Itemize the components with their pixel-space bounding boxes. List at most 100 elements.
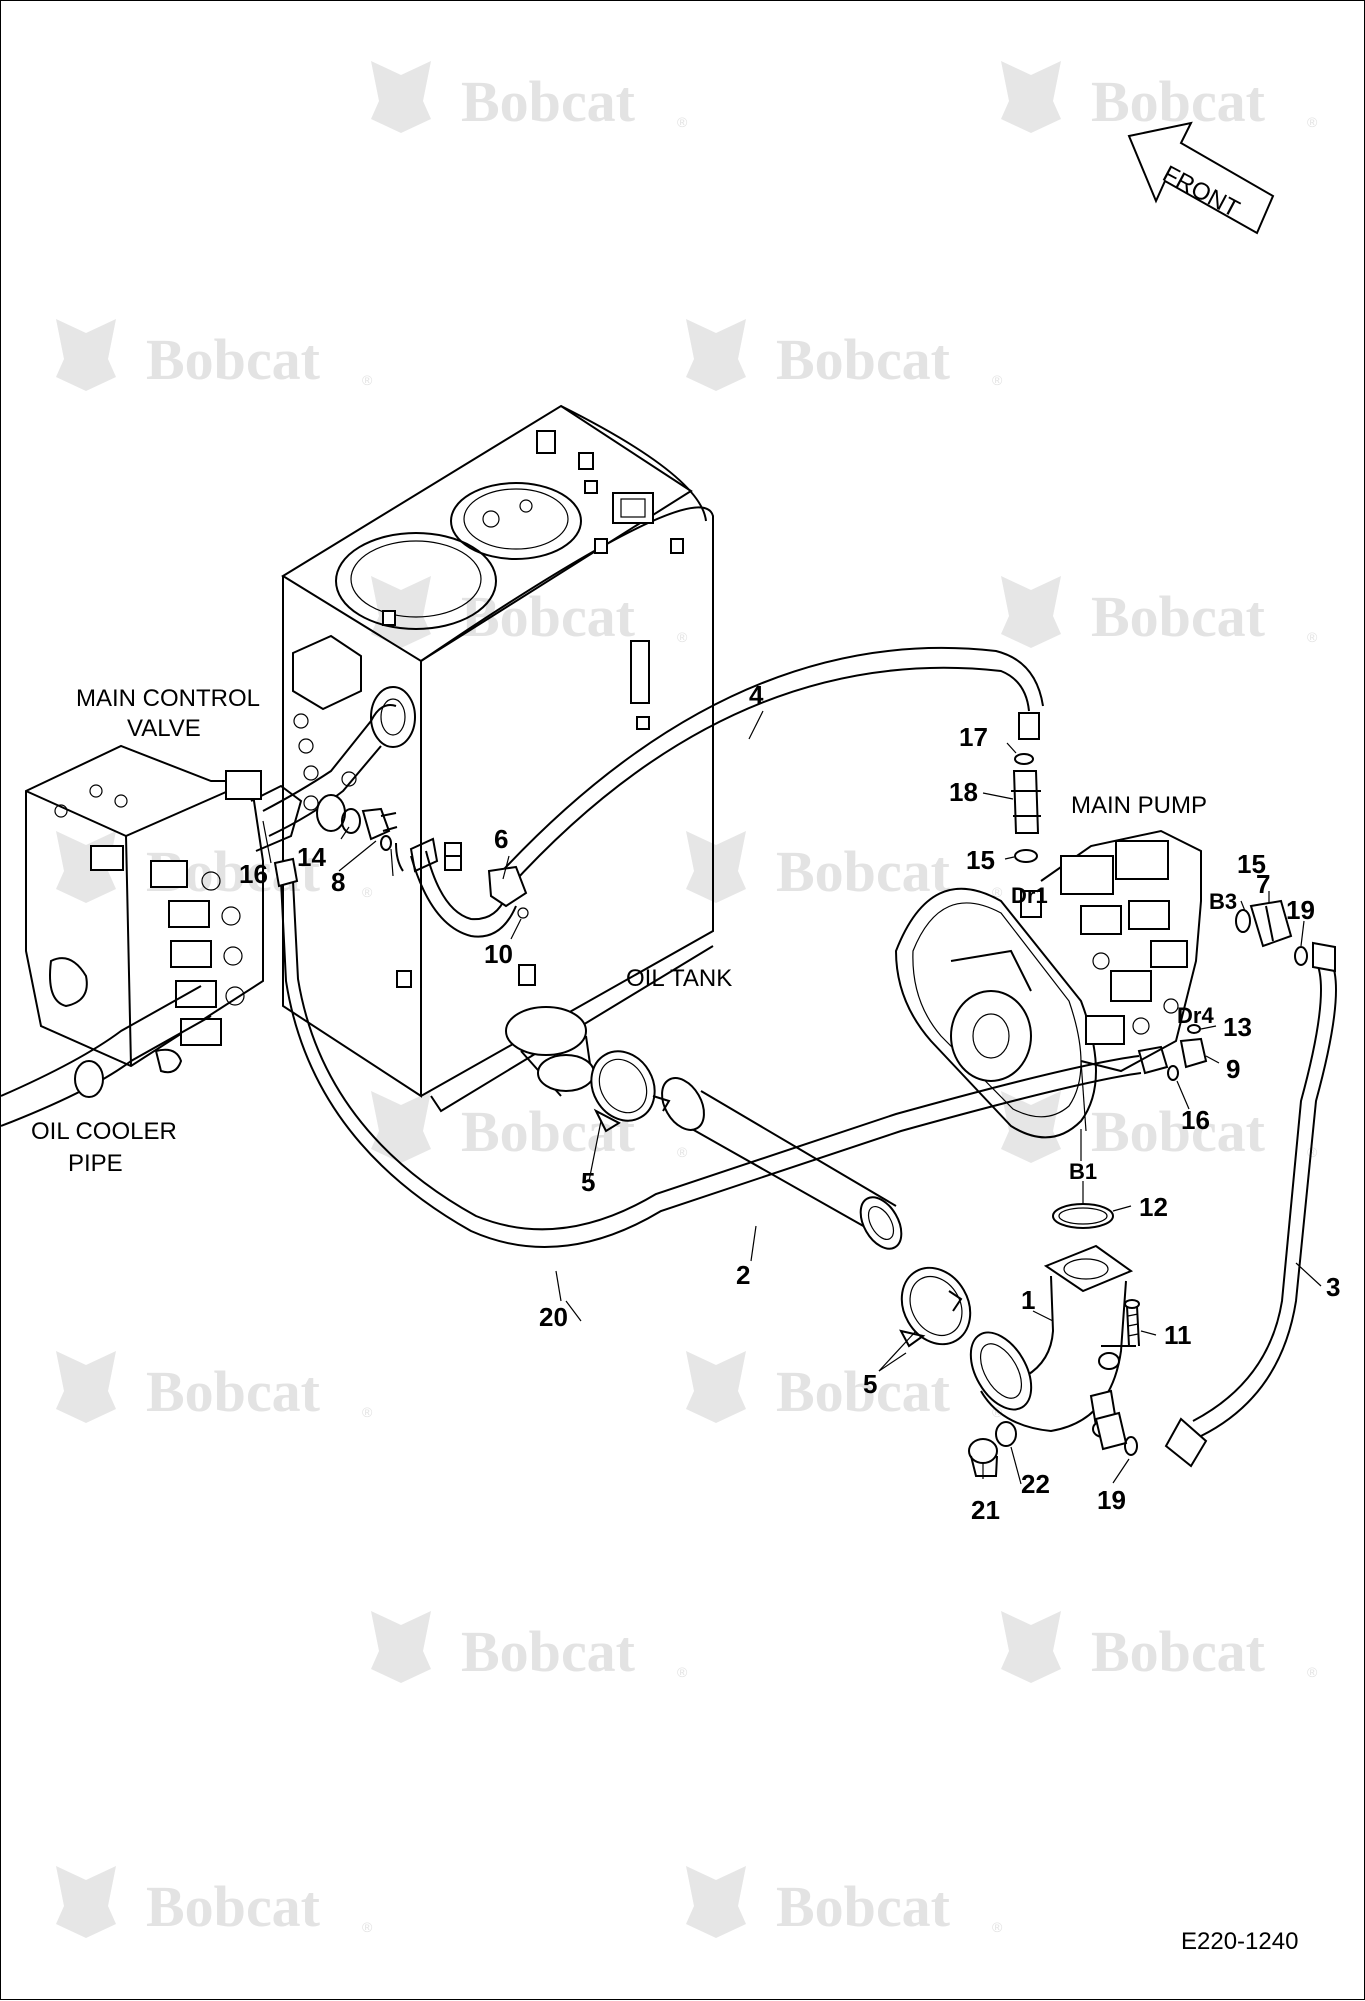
callout-3: 3: [1326, 1272, 1340, 1302]
watermark-text: Bobcat: [776, 327, 951, 392]
watermark-logo: Bobcat ®: [1001, 1611, 1318, 1684]
watermark-text: Bobcat: [1091, 1619, 1266, 1684]
watermark-mark: ®: [992, 884, 1003, 900]
fitting-group-left: [341, 807, 404, 872]
fitting-group-elbow: [1094, 1411, 1138, 1456]
watermark-logo: Bobcat ®: [371, 1611, 688, 1684]
label-main-pump: MAIN PUMP: [1071, 792, 1207, 819]
oil-tank: [281, 404, 714, 1113]
callout-11: 11: [1164, 1320, 1192, 1350]
bolt-11: [1124, 1299, 1140, 1347]
fitting-group-right: [1235, 899, 1308, 966]
callout-2: 2: [736, 1260, 750, 1290]
hose-4: [492, 646, 1044, 892]
watermark-logo: Bobcat ®: [686, 1866, 1003, 1939]
watermark-mark: ®: [1307, 1144, 1318, 1160]
watermark-logo: Bobcat ®: [1001, 61, 1318, 134]
watermark-text: Bobcat: [461, 1619, 636, 1684]
hose-6: [409, 837, 529, 938]
callout-13: 13: [1223, 1012, 1252, 1042]
watermark-mark: ®: [1307, 629, 1318, 645]
callout-16b: 16: [1181, 1105, 1210, 1135]
leader-lines: [262, 710, 1322, 1485]
watermark-layer: Bobcat ® Bobcat ® Bobcat ® Bobcat ® Bobc…: [56, 61, 1318, 1939]
watermark-logo: Bobcat ®: [371, 61, 688, 134]
o-ring-13: [1187, 1024, 1201, 1034]
main-control-valve: [25, 744, 303, 1074]
watermark-text: Bobcat: [776, 1874, 951, 1939]
callout-21: 21: [971, 1495, 1000, 1525]
watermark-mark: ®: [362, 1919, 373, 1935]
watermark-logo: Bobcat ®: [56, 319, 373, 392]
callout-17: 17: [959, 722, 988, 752]
hose-20: [273, 857, 1169, 1248]
o-ring-14: [341, 808, 361, 834]
watermark-logo: Bobcat ®: [686, 1351, 1003, 1424]
watermark-mark: ®: [362, 1404, 373, 1420]
callout-6: 6: [494, 824, 508, 854]
watermark-logo: Bobcat ®: [1001, 1091, 1318, 1164]
watermark-logo: Bobcat ®: [686, 319, 1003, 392]
watermark-text: Bobcat: [776, 839, 951, 904]
o-ring-12: [1052, 1203, 1114, 1229]
watermark-text: Bobcat: [776, 1359, 951, 1424]
label-oil-tank: OIL TANK: [626, 965, 732, 992]
o-ring-17: [1014, 753, 1034, 765]
main-pump: [894, 829, 1202, 1139]
watermark-logo: Bobcat ®: [56, 1351, 373, 1424]
watermark-text: Bobcat: [146, 327, 321, 392]
o-ring-19-lower: [1124, 1436, 1138, 1456]
front-label: FRONT: [1158, 160, 1244, 223]
suction-hose-2: [661, 1077, 903, 1250]
o-ring-16-right: [1167, 1065, 1179, 1081]
port-dr1: Dr1: [1011, 883, 1048, 908]
callout-1: 1: [1021, 1285, 1035, 1315]
callout-15a: 15: [966, 845, 995, 875]
watermark-mark: ®: [677, 629, 688, 645]
hose-3: [1164, 941, 1337, 1468]
watermark-logo: Bobcat ®: [371, 1091, 688, 1164]
callout-10: 10: [484, 939, 513, 969]
adapter-7: [1249, 899, 1293, 948]
watermark-mark: ®: [677, 114, 688, 130]
hose-clamp-5-upper: [590, 1050, 671, 1133]
fitting-stack-upper: [1011, 753, 1041, 863]
callout-5a: 5: [581, 1167, 595, 1197]
label-oil-cooler-pipe-1: OIL COOLER: [31, 1118, 177, 1145]
o-ring-22: [995, 1421, 1017, 1447]
label-main-control-valve-2: VALVE: [127, 715, 201, 742]
callout-8: 8: [331, 867, 345, 897]
drawing-code: E220-1240: [1181, 1928, 1298, 1955]
o-ring-15-right: [1235, 909, 1251, 933]
watermark-logo: Bobcat ®: [686, 831, 1003, 904]
label-main-control-valve-1: MAIN CONTROL: [76, 685, 260, 712]
watermark-mark: ®: [677, 1144, 688, 1160]
watermark-text: Bobcat: [1091, 69, 1266, 134]
o-ring-19-right: [1294, 946, 1308, 966]
watermark-logo: Bobcat ®: [371, 576, 688, 649]
front-arrow: FRONT: [1127, 121, 1275, 235]
watermark-logo: Bobcat ®: [1001, 576, 1318, 649]
port-dr4: Dr4: [1177, 1003, 1214, 1028]
hose-clamp-5-lower: [899, 1266, 972, 1348]
watermark-mark: ®: [362, 884, 373, 900]
callout-15b: 15: [1237, 849, 1266, 879]
watermark-mark: ®: [992, 1919, 1003, 1935]
callout-4: 4: [749, 680, 764, 710]
watermark-text: Bobcat: [146, 1874, 321, 1939]
oil-cooler-pipe: [1, 985, 212, 1127]
watermark-mark: ®: [1307, 114, 1318, 130]
port-b3: B3: [1209, 889, 1237, 914]
o-ring-15-upper: [1014, 849, 1038, 863]
callout-5b: 5: [863, 1369, 877, 1399]
label-oil-cooler-pipe-2: PIPE: [68, 1150, 123, 1177]
callout-14: 14: [297, 842, 326, 872]
watermark-mark: ®: [677, 1664, 688, 1680]
callout-20: 20: [539, 1302, 568, 1332]
watermark-mark: ®: [1307, 1664, 1318, 1680]
watermark-text: Bobcat: [146, 1359, 321, 1424]
callout-7: 7: [1256, 869, 1270, 899]
watermark-text: Bobcat: [1091, 1099, 1266, 1164]
